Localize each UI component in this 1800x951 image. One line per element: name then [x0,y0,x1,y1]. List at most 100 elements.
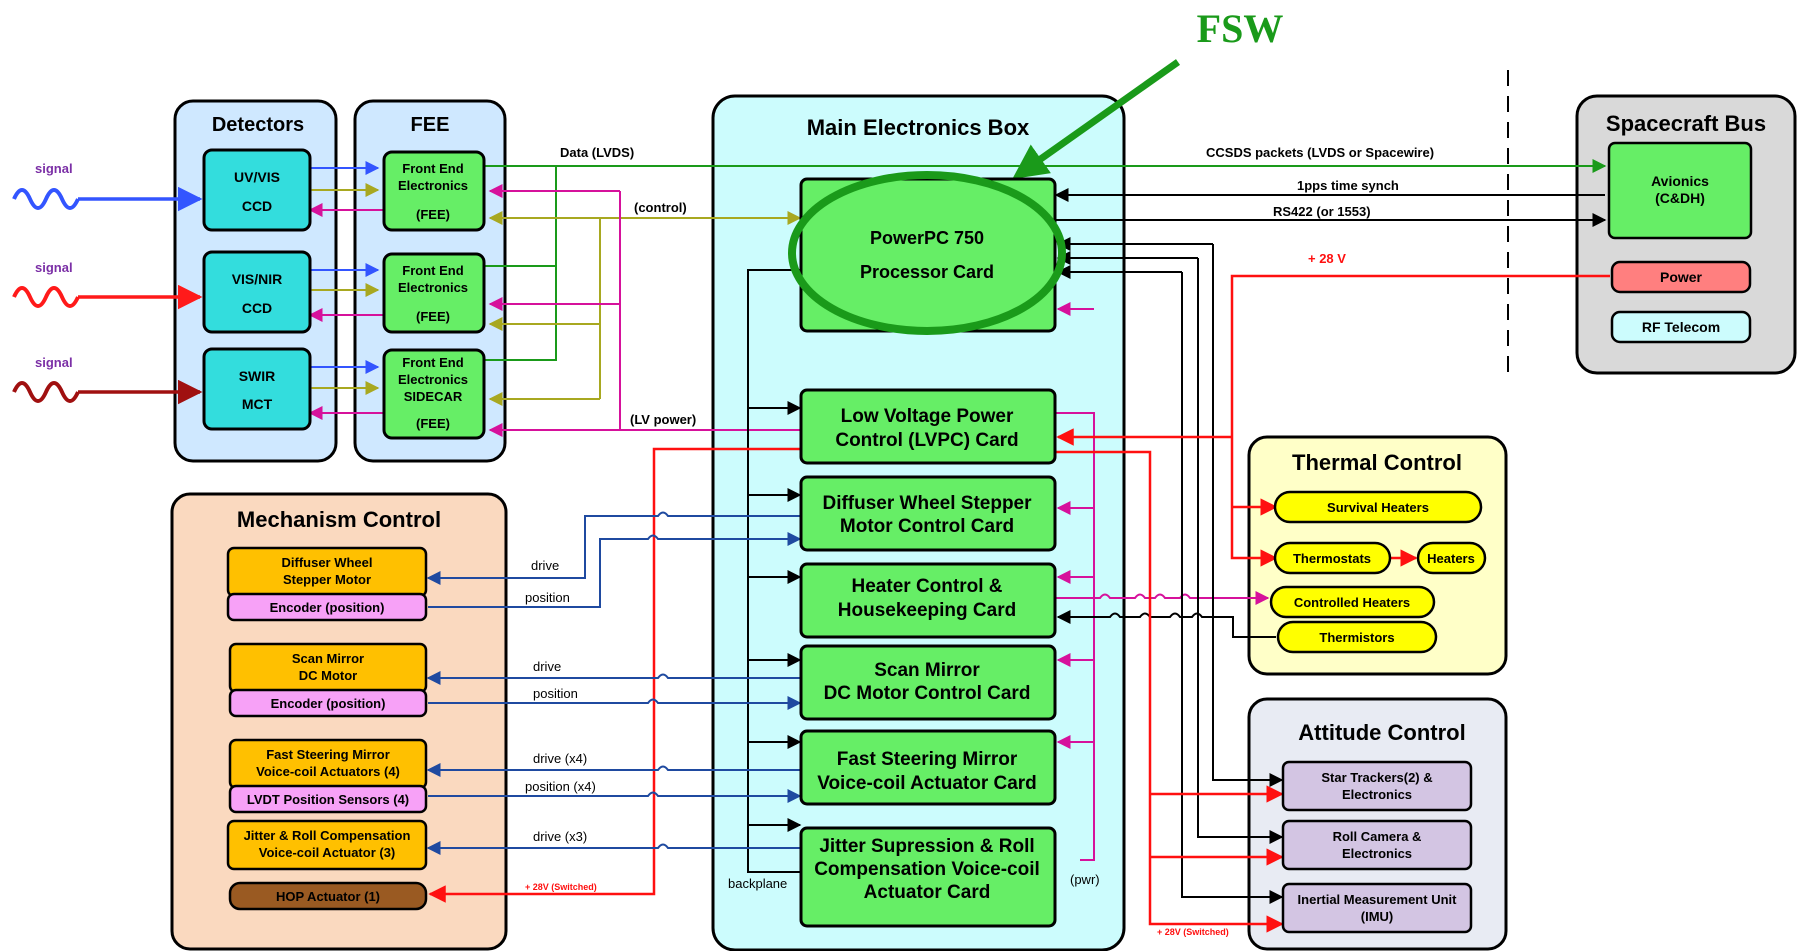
label-drive-1: drive [531,558,559,573]
svg-text:Control (LVPC) Card: Control (LVPC) Card [835,430,1018,451]
star-trackers: Star Trackers(2) & Electronics [1281,760,1473,812]
svg-text:Diffuser Wheel Stepper: Diffuser Wheel Stepper [822,493,1032,514]
signal-wave-vis: signal [12,260,203,310]
svg-text:Actuator Card: Actuator Card [864,882,991,903]
svg-text:CCD: CCD [242,300,272,316]
svg-text:(FEE): (FEE) [416,309,450,324]
fee-box-2: Front End Electronics (FEE) [382,252,486,334]
svg-text:Voice-coil Actuators (4): Voice-coil Actuators (4) [256,764,400,779]
label-drive-4: drive (x3) [533,829,587,844]
label-switched-1: + 28V (Switched) [525,882,597,892]
label-position-1: position [525,590,570,605]
label-rs422: RS422 (or 1553) [1273,204,1371,219]
svg-text:Inertial Measurement Unit: Inertial Measurement Unit [1298,892,1458,907]
scan-card: Scan Mirror DC Motor Control Card [799,644,1057,721]
encoder-1: Encoder (position) [226,592,428,622]
svg-text:Low Voltage Power: Low Voltage Power [841,406,1014,427]
svg-text:SWIR: SWIR [239,368,276,384]
svg-text:Electronics: Electronics [398,372,468,387]
signal-label-3: signal [35,355,73,370]
label-drive-2: drive [533,659,561,674]
rf-telecom-box: RF Telecom [1610,310,1752,344]
svg-text:SIDECAR: SIDECAR [404,389,463,404]
label-switched-2: + 28V (Switched) [1157,927,1229,937]
heater-card: Heater Control & Housekeeping Card [799,562,1057,639]
signal-wave-uv: signal [12,161,203,212]
svg-text:Heaters: Heaters [1427,551,1475,566]
imu: Inertial Measurement Unit (IMU) [1281,882,1473,934]
hop-actuator: HOP Actuator (1) [228,881,428,911]
thermal-title: Thermal Control [1292,450,1462,475]
svg-text:Front End: Front End [402,355,463,370]
svg-text:Voice-coil Actuator (3): Voice-coil Actuator (3) [259,845,396,860]
jitter-actuator: Jitter & Roll Compensation Voice-coil Ac… [226,819,428,871]
svg-text:Star Trackers(2) &: Star Trackers(2) & [1321,770,1432,785]
svg-text:DC Motor: DC Motor [299,668,358,683]
fsm-card: Fast Steering Mirror Voice-coil Actuator… [799,729,1057,806]
svg-text:LVDT Position Sensors (4): LVDT Position Sensors (4) [247,792,409,807]
label-data-lvds: Data (LVDS) [560,145,634,160]
svg-text:UV/VIS: UV/VIS [234,169,280,185]
attitude-title: Attitude Control [1298,720,1465,745]
svg-text:Stepper Motor: Stepper Motor [283,572,371,587]
svg-text:Avionics: Avionics [1651,173,1709,189]
lvdt-sensors: LVDT Position Sensors (4) [228,784,428,814]
roll-camera: Roll Camera & Electronics [1281,819,1473,871]
label-pwr: (pwr) [1070,872,1100,887]
svg-text:HOP Actuator (1): HOP Actuator (1) [276,889,380,904]
svg-text:MCT: MCT [242,396,273,412]
fee-title: FEE [411,114,450,136]
signal-wave-swir: signal [12,355,203,405]
main-title: Main Electronics Box [807,115,1030,140]
svg-text:CCD: CCD [242,198,272,214]
fee-box-3: Front End Electronics SIDECAR (FEE) [382,348,486,440]
svg-text:Compensation Voice-coil: Compensation Voice-coil [814,859,1040,880]
svg-text:Electronics: Electronics [1342,787,1412,802]
label-position-3: position (x4) [525,779,596,794]
svg-text:Voice-coil Actuator Card: Voice-coil Actuator Card [817,773,1037,794]
svg-text:Jitter Supression & Roll: Jitter Supression & Roll [819,836,1034,857]
label-plus28: + 28 V [1308,251,1346,266]
label-backplane: backplane [728,876,787,891]
avionics-box: Avionics (C&DH) [1607,141,1753,240]
detectors-title: Detectors [212,114,304,136]
fee-box-1: Front End Electronics (FEE) [382,150,486,232]
spacecraft-title: Spacecraft Bus [1606,111,1766,136]
mechanism-title: Mechanism Control [237,507,441,532]
svg-text:Front End: Front End [402,161,463,176]
svg-text:Scan Mirror: Scan Mirror [874,660,980,681]
label-lvpower: (LV power) [630,412,696,427]
label-ccsds: CCSDS packets (LVDS or Spacewire) [1206,145,1434,160]
svg-text:Encoder (position): Encoder (position) [271,696,386,711]
svg-text:DC Motor Control Card: DC Motor Control Card [824,683,1031,704]
svg-text:Heater Control &: Heater Control & [852,576,1003,597]
jitter-card: Jitter Supression & Roll Compensation Vo… [799,826,1057,928]
svg-text:Encoder (position): Encoder (position) [270,600,385,615]
svg-text:Electronics: Electronics [398,280,468,295]
fsw-annotation: FSW [1012,6,1284,180]
fsw-highlight-ellipse [788,171,1066,335]
svg-text:Power: Power [1660,269,1703,285]
svg-text:RF Telecom: RF Telecom [1642,319,1720,335]
svg-text:(IMU): (IMU) [1361,909,1394,924]
svg-text:VIS/NIR: VIS/NIR [232,271,283,287]
label-position-2: position [533,686,578,701]
svg-text:Fast Steering Mirror: Fast Steering Mirror [266,747,390,762]
svg-text:(FEE): (FEE) [416,207,450,222]
svg-text:Scan Mirror: Scan Mirror [292,651,364,666]
svg-text:PowerPC 750: PowerPC 750 [870,228,984,248]
fsw-label: FSW [1197,6,1284,51]
svg-text:Survival Heaters: Survival Heaters [1327,500,1429,515]
encoder-2: Encoder (position) [228,688,428,718]
svg-text:Thermostats: Thermostats [1293,551,1371,566]
svg-text:Roll Camera &: Roll Camera & [1333,829,1422,844]
svg-text:(C&DH): (C&DH) [1655,190,1705,206]
power-box: Power [1610,260,1752,294]
scan-motor: Scan Mirror DC Motor [228,642,428,694]
svg-text:Thermistors: Thermistors [1319,630,1394,645]
diffuser-card: Diffuser Wheel Stepper Motor Control Car… [799,475,1057,552]
label-drive-3: drive (x4) [533,751,587,766]
survival-heaters: Survival Heaters [1273,490,1483,524]
detector-uv-vis: UV/VIS CCD [202,148,312,232]
